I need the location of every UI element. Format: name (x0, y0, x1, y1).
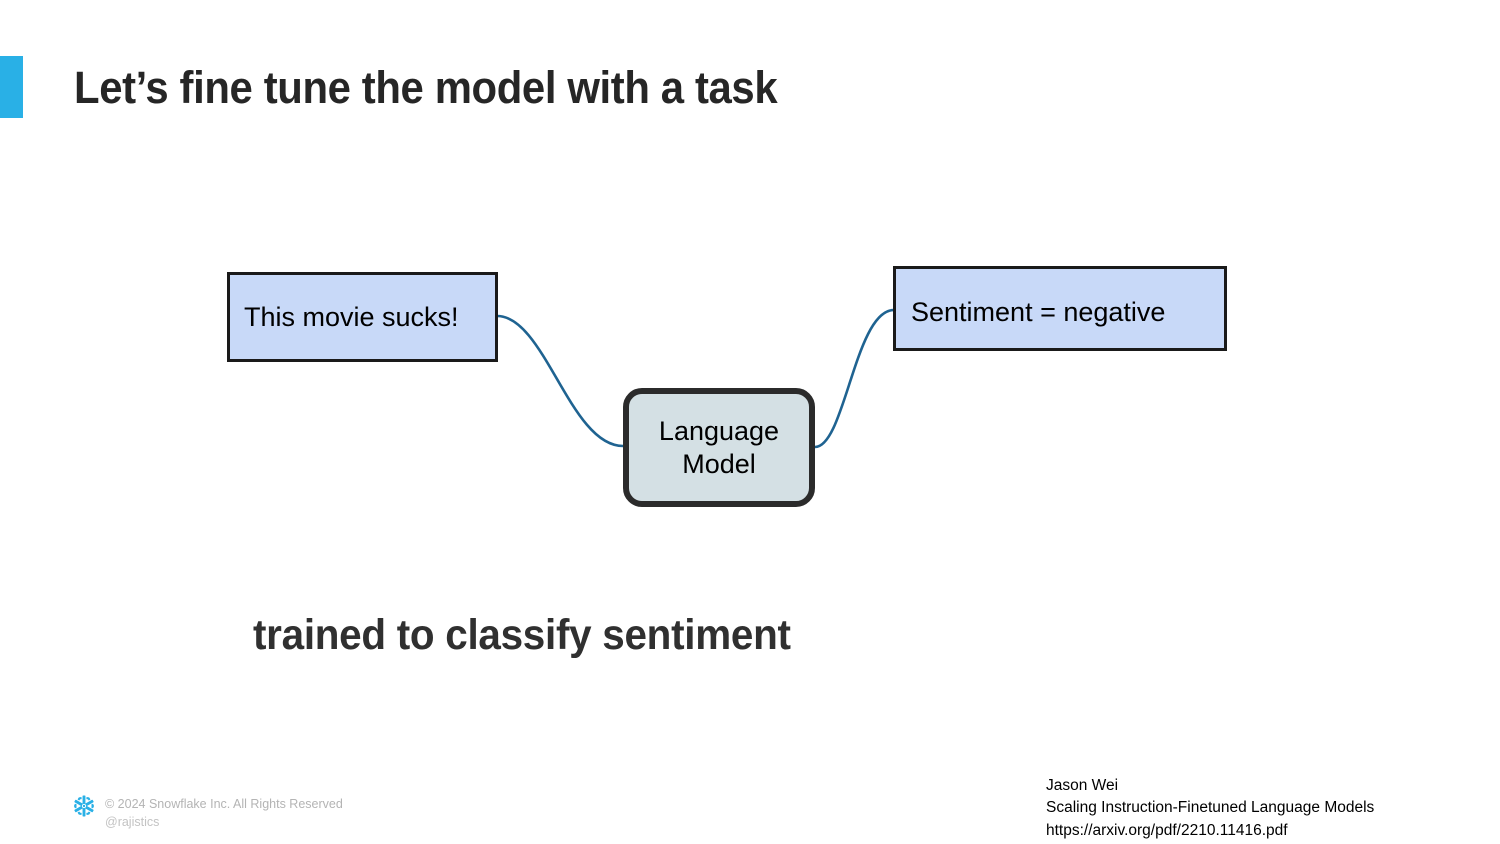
page-title: Let’s fine tune the model with a task (74, 62, 778, 113)
output-text-box: Sentiment = negative (893, 266, 1227, 351)
footer-text: © 2024 Snowflake Inc. All Rights Reserve… (105, 793, 343, 832)
citation-paper-title: Scaling Instruction-Finetuned Language M… (1046, 799, 1375, 817)
diagram-caption: trained to classify sentiment (253, 610, 791, 659)
input-text-box: This movie sucks! (227, 272, 498, 362)
citation-block: Jason Wei Scaling Instruction-Finetuned … (1046, 775, 1374, 842)
title-accent-bar (0, 56, 23, 118)
connector-input-to-model (496, 314, 624, 448)
language-model-label-line1: Language (658, 415, 780, 446)
snowflake-logo-icon (74, 795, 94, 817)
citation-url[interactable]: https://arxiv.org/pdf/2210.11416.pdf (1046, 821, 1288, 839)
output-text-label: Sentiment = negative (911, 297, 1166, 327)
footer-copyright: © 2024 Snowflake Inc. All Rights Reserve… (105, 797, 343, 811)
language-model-label-line2: Model (682, 448, 756, 479)
language-model-box: Language Model (623, 388, 815, 507)
footer-handle: @rajistics (105, 814, 160, 829)
input-text-label: This movie sucks! (244, 302, 459, 332)
connector-model-to-output (814, 308, 895, 449)
footer: © 2024 Snowflake Inc. All Rights Reserve… (72, 793, 343, 832)
citation-author: Jason Wei (1046, 777, 1119, 794)
